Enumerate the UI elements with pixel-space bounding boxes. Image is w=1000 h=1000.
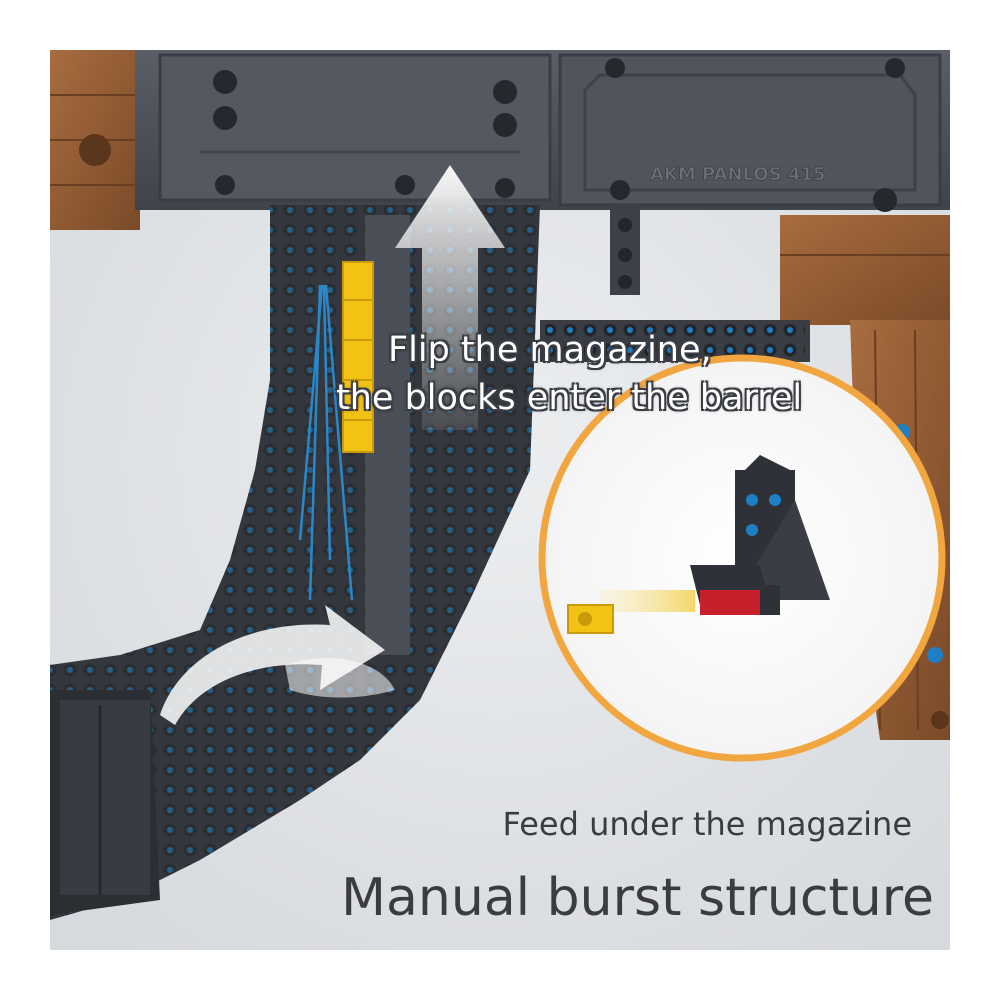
engraving-text: AKM PANLOS 415	[650, 164, 826, 185]
flip-arrow-icon	[160, 605, 395, 725]
receiver: AKM PANLOS 415	[135, 50, 950, 212]
rubber-bands	[298, 284, 354, 601]
ammo-blocks	[342, 261, 374, 453]
stock-bricks	[50, 50, 140, 230]
trigger-guard	[540, 205, 810, 362]
magazine	[50, 205, 540, 920]
up-arrow-icon	[395, 165, 505, 430]
inset-detail	[538, 354, 946, 762]
